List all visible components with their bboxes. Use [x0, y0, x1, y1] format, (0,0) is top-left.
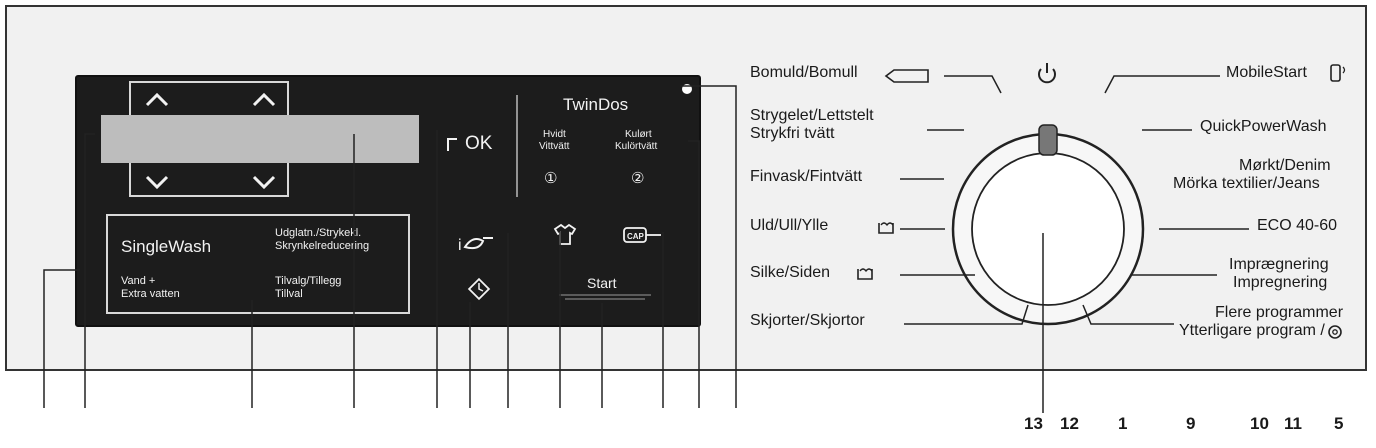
cap-icon[interactable]: CAP [623, 227, 661, 243]
display-panel: i CAP [75, 75, 701, 327]
eco-leaf-icon[interactable]: i [458, 237, 493, 254]
program-eco-40-60: ECO 40-60 [1257, 217, 1338, 234]
water-line2[interactable]: Extra vatten [121, 288, 180, 300]
twindos-white-line1: Hvidt [543, 129, 566, 140]
callout-13: 13 [1024, 414, 1043, 433]
callout-1: 1 [1118, 414, 1128, 433]
ok-button[interactable]: OK [465, 133, 493, 154]
callout-5: 5 [1334, 414, 1344, 433]
program-proofing-line1: Imprægnering [1229, 256, 1329, 273]
program-more-line2: Ytterligare program / [1179, 322, 1325, 339]
program-delicates: Finvask/Fintvätt [750, 168, 863, 185]
program-silk: Silke/Siden [750, 264, 831, 281]
wool-handwash-icon [878, 222, 894, 234]
program-more-line1: Flere programmer [1215, 304, 1344, 321]
silk-handwash-icon [857, 268, 873, 280]
settings-gear-icon[interactable] [1328, 325, 1342, 339]
twindos-slot-2[interactable]: ② [631, 170, 645, 187]
chevron-down-icon[interactable] [252, 175, 276, 190]
twindos-white-line2: Vittvätt [539, 141, 570, 152]
options-line1[interactable]: Tilvalg/Tillegg [275, 275, 342, 287]
twindos-colour-line1: Kulørt [625, 129, 652, 140]
crease-line2[interactable]: Skrynkelreducering [275, 240, 370, 252]
twindos-colour-line2: Kulörtvätt [615, 141, 658, 152]
timer-icon[interactable] [467, 277, 491, 301]
program-dark-denim-line2: Mörka textilier/Jeans [1173, 175, 1320, 192]
chevron-up-icon[interactable] [145, 92, 169, 107]
cotton-tag-icon [884, 69, 929, 83]
chevron-down-icon[interactable] [145, 175, 169, 190]
chevron-up-icon[interactable] [252, 92, 276, 107]
text-display [101, 115, 419, 163]
options-line2[interactable]: Tillval [275, 288, 303, 300]
twindos-slot-1[interactable]: ① [544, 170, 558, 187]
program-cotton: Bomuld/Bomull [750, 64, 858, 81]
dial-pointer [1038, 124, 1058, 156]
power-icon[interactable] [1038, 63, 1056, 84]
singlewash-button[interactable]: SingleWash [121, 237, 212, 256]
program-proofing-line2: Impregnering [1233, 274, 1328, 291]
program-easy-care-line2: Strykfri tvätt [750, 125, 835, 142]
start-button[interactable]: Start [587, 275, 617, 291]
program-easy-care-line1: Strygelet/Lettstelt [750, 107, 874, 124]
crease-line1[interactable]: Udglatn./Strykekl. [275, 227, 362, 239]
dial-graphics [857, 63, 1346, 339]
callout-12: 12 [1060, 414, 1079, 433]
program-wool: Uld/Ull/Ylle [750, 217, 829, 234]
program-quickpowerwash: QuickPowerWash [1200, 118, 1327, 135]
callout-11: 11 [1284, 414, 1302, 433]
water-line1[interactable]: Vand + [121, 275, 156, 287]
mobile-icon [1330, 64, 1346, 82]
svg-text:i: i [458, 237, 462, 254]
svg-text:CAP: CAP [627, 232, 645, 241]
callout-10: 10 [1250, 414, 1269, 433]
callout-9: 9 [1186, 414, 1196, 433]
program-shirts: Skjorter/Skjortor [750, 312, 865, 329]
display-glyphs: i CAP [106, 84, 692, 314]
control-panel: i CAP [5, 5, 1367, 371]
program-mobilestart: MobileStart [1226, 64, 1307, 81]
twindos-title: TwinDos [563, 95, 629, 114]
program-dark-denim-line1: Mørkt/Denim [1239, 157, 1331, 174]
